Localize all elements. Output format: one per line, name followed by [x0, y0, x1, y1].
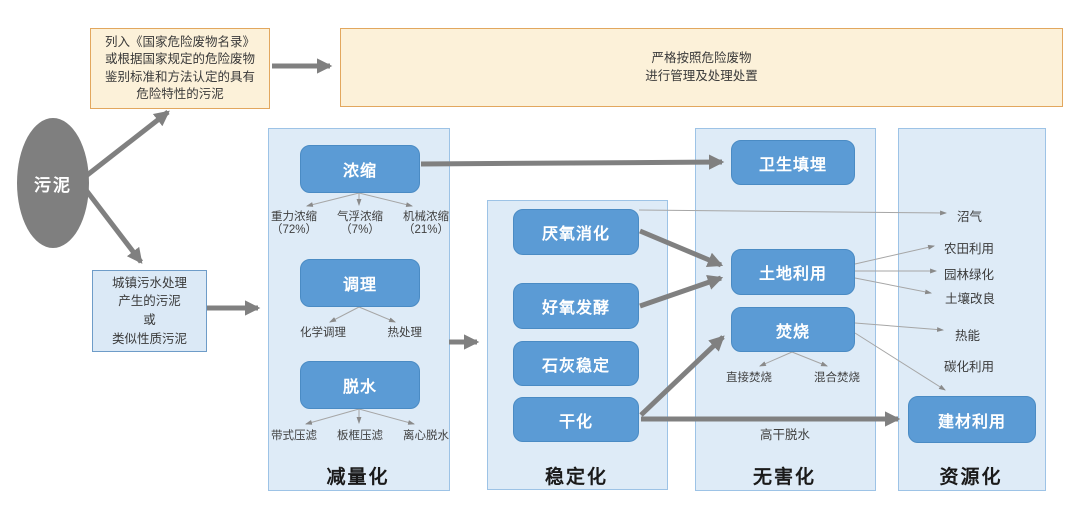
resource-landscape-greening: 园林绿化	[944, 268, 995, 282]
box-aerobic-fermentation: 好氧发酵	[513, 283, 639, 329]
resource-biogas: 沼气	[957, 210, 983, 224]
sub-direct-incineration: 直接焚烧	[726, 372, 772, 384]
box-sanitary-landfill: 卫生填埋	[731, 140, 855, 185]
resource-soil-improvement: 土壤改良	[945, 292, 996, 306]
box-building-material-use: 建材利用	[908, 396, 1036, 443]
box-conditioning: 调理	[300, 259, 420, 307]
edge-label-high-dry-dewatering: 高干脱水	[759, 428, 810, 442]
stage-title-reduction: 减量化	[326, 467, 390, 488]
sub-flotation-concentration: 气浮浓缩 （7%）	[337, 211, 383, 237]
hazard-criteria-box: 列入《国家危险废物名录》 或根据国家规定的危险废物 鉴别标准和方法认定的具有 危…	[90, 28, 270, 109]
box-anaerobic-digestion: 厌氧消化	[513, 209, 639, 255]
sub-plate-frame-press: 板框压滤	[337, 430, 383, 442]
sub-gravity-concentration: 重力浓缩 （72%）	[271, 211, 318, 237]
resource-carbonization-use: 碳化利用	[944, 360, 995, 374]
arrow-concentration-to-landfill	[420, 154, 725, 170]
sub-mixed-incineration: 混合焚烧	[814, 372, 860, 384]
sub-heat-treatment: 热处理	[387, 327, 423, 339]
dewatering-subs: 带式压滤 板框压滤 离心脱水	[271, 430, 449, 443]
resource-farmland-use: 农田利用	[944, 242, 995, 256]
hazard-action-box: 严格按照危险废物 进行管理及处理处置	[340, 28, 1063, 107]
box-incineration: 焚烧	[731, 307, 855, 352]
concentration-subs: 重力浓缩 （72%） 气浮浓缩 （7%） 机械浓缩 （21%）	[271, 211, 449, 237]
sludge-source-ellipse: 污泥	[17, 118, 89, 248]
box-drying: 干化	[513, 397, 639, 442]
resource-heat-energy: 热能	[955, 329, 981, 343]
incineration-subs: 直接焚烧 混合焚烧	[726, 372, 860, 385]
box-land-use: 土地利用	[731, 249, 855, 295]
sludge-source-label: 污泥	[34, 175, 72, 195]
stage-title-stabilization: 稳定化	[544, 467, 608, 488]
sub-mechanical-concentration: 机械浓缩 （21%）	[402, 211, 449, 237]
box-lime-stabilization: 石灰稳定	[513, 341, 639, 386]
arrow-sludge-to-municipal	[84, 188, 143, 264]
stage-title-resource: 资源化	[939, 467, 1003, 488]
sub-belt-press: 带式压滤	[271, 430, 317, 442]
conditioning-subs: 化学调理 热处理	[300, 327, 422, 340]
stage-title-harmless: 无害化	[752, 467, 816, 488]
sub-centrifugal-dewatering: 离心脱水	[403, 430, 449, 442]
arrow-sludge-to-criteria	[84, 110, 170, 178]
box-concentration: 浓缩	[300, 145, 420, 193]
sub-chemical-conditioning: 化学调理	[300, 327, 346, 339]
box-dewatering: 脱水	[300, 361, 420, 409]
municipal-sludge-box: 城镇污水处理 产生的污泥 或 类似性质污泥	[92, 270, 207, 352]
